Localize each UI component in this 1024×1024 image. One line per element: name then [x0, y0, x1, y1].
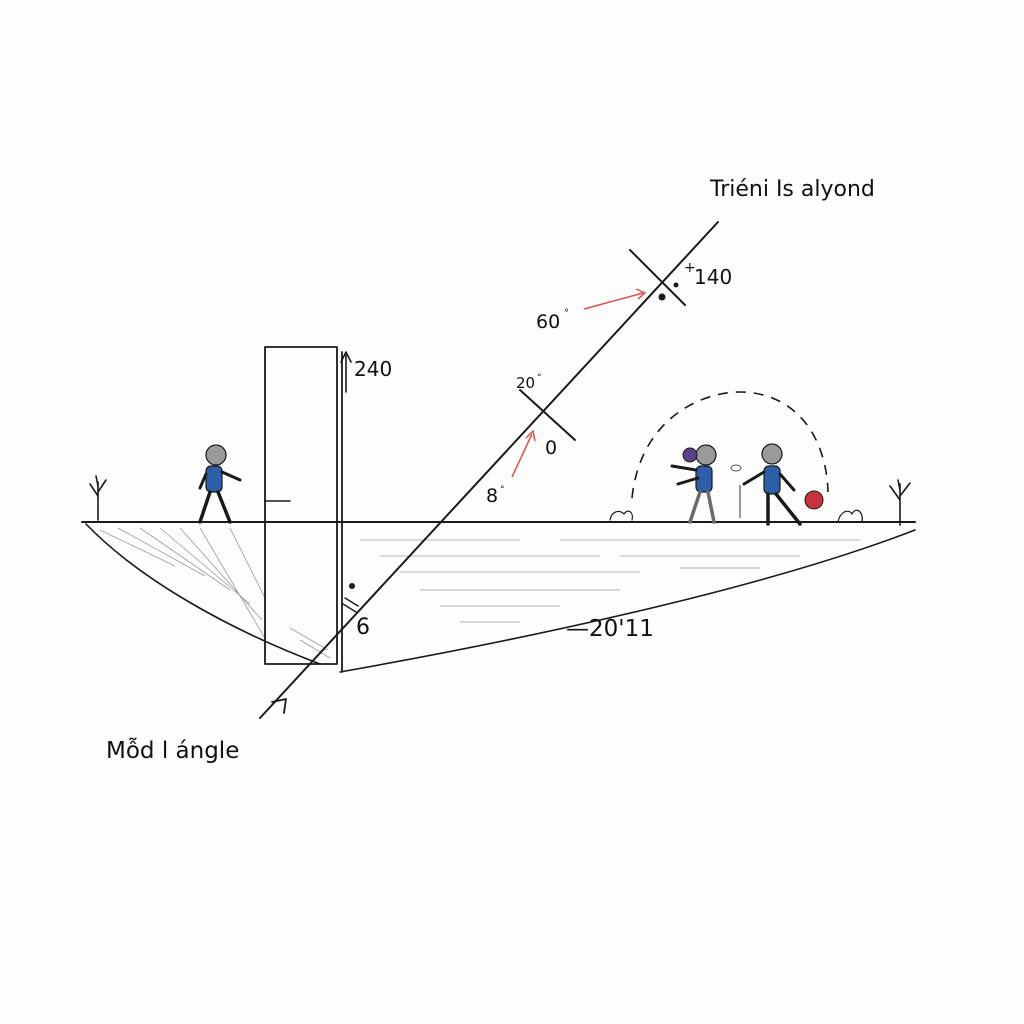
- angle-caption: Mỗd l ángle: [106, 736, 239, 764]
- angle-60-degree: °: [564, 308, 569, 319]
- top-dot: [658, 293, 666, 301]
- ball-icon: [730, 464, 742, 518]
- base-dot: [349, 583, 355, 589]
- arrow-icon: [583, 288, 647, 310]
- angle-8-label: 8: [486, 485, 498, 507]
- tree-icon: [889, 479, 911, 526]
- ball-icon: [682, 447, 698, 463]
- tree-icon: [89, 475, 107, 521]
- person-icon: [742, 443, 802, 526]
- sight-line: [259, 221, 719, 719]
- pillar-height-label: 240: [354, 357, 392, 381]
- title-label: Triéni Is alyond: [709, 177, 875, 202]
- angle-60-label: 60: [536, 311, 560, 333]
- tall-pillar: [264, 346, 343, 673]
- angle-20-label: 20: [516, 374, 535, 392]
- ground: [81, 521, 916, 673]
- angle-8-degree: °: [500, 485, 505, 495]
- angle-20-degree: °: [537, 373, 542, 383]
- person-icon: [670, 444, 717, 524]
- shrub-left: [609, 510, 633, 521]
- shrub-right: [837, 509, 863, 523]
- arrow-icon: [511, 429, 536, 478]
- person-icon: [198, 444, 242, 524]
- ground-hatching: [99, 527, 860, 659]
- ball-icon: [804, 490, 824, 510]
- top-dot-small: [673, 282, 679, 288]
- six-label: 6: [356, 615, 370, 640]
- ball-trajectory-arc: [631, 391, 829, 499]
- distance-label: —20'11: [566, 616, 654, 642]
- red-arrows: [511, 288, 647, 478]
- plus-sign: +: [684, 260, 696, 276]
- pillar-height-arrow: [340, 351, 352, 393]
- zero-label: 0: [545, 437, 557, 459]
- marker-140-label: 140: [694, 265, 732, 289]
- marker-dots: [349, 282, 679, 589]
